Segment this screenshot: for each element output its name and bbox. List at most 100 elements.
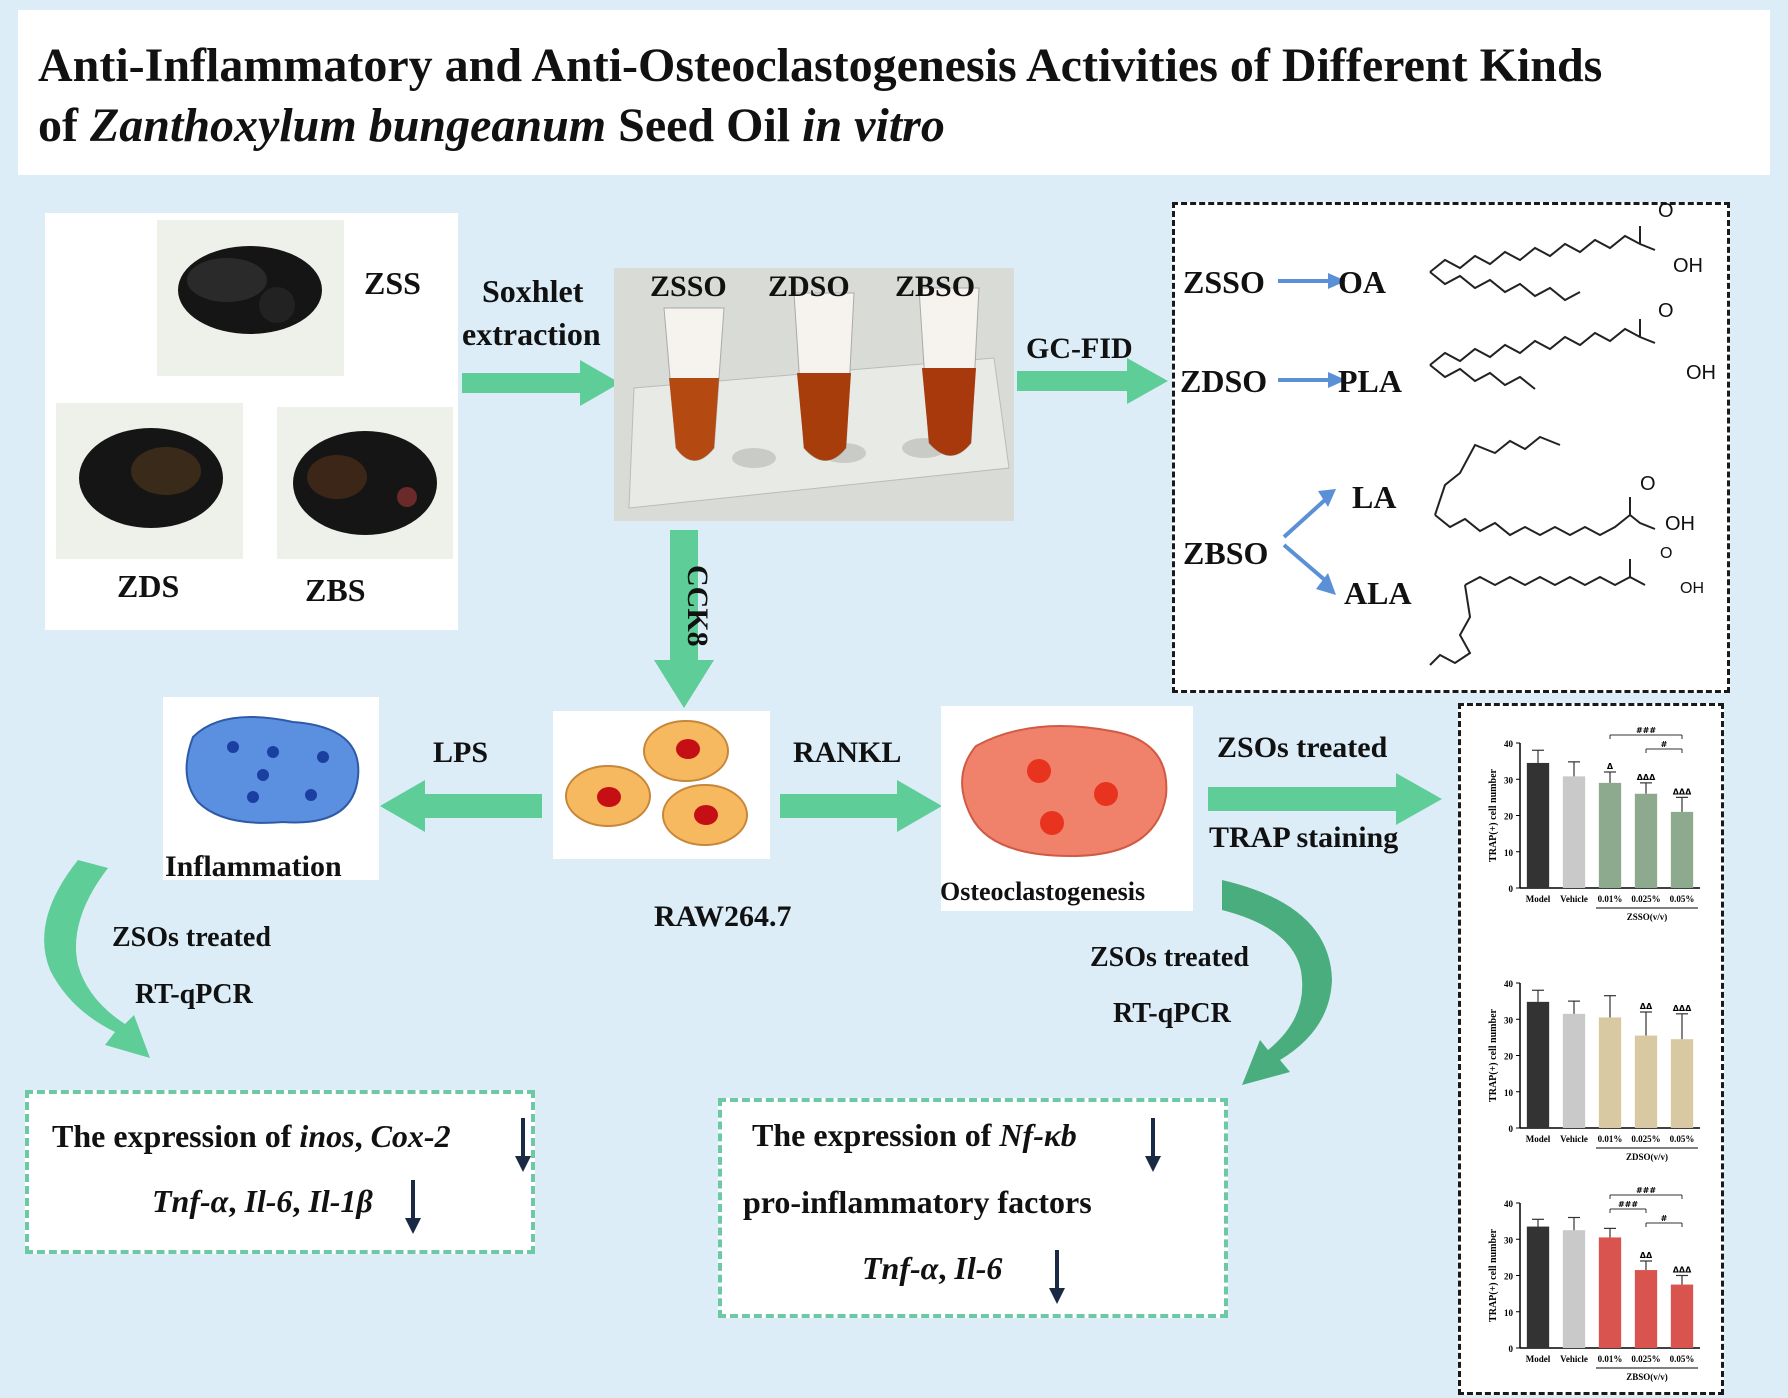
la-label: LA — [1352, 479, 1397, 515]
ala-structure — [1429, 559, 1646, 666]
zdso-tube-label: ZDSO — [768, 270, 850, 303]
down-arrow-icon — [405, 1180, 421, 1234]
zbs-seed-photo — [277, 407, 453, 559]
bar — [1562, 1013, 1586, 1128]
ala-o-label: O — [1660, 545, 1673, 562]
y-tick-label: 30 — [1504, 1235, 1514, 1245]
down-arrow-icon — [515, 1118, 531, 1172]
x-tick-label: 0.025% — [1631, 894, 1660, 904]
down-arrow-icon — [1145, 1118, 1161, 1172]
x-tick-label: Vehicle — [1560, 1354, 1588, 1364]
bar — [1562, 1230, 1586, 1348]
x-tick-label: Vehicle — [1560, 894, 1588, 904]
left-treat-line1: ZSOs treated — [112, 922, 271, 953]
y-axis-label: TRAP(+) cell number — [1488, 1008, 1499, 1101]
bar — [1634, 1035, 1658, 1128]
bracket-label: ### — [1636, 1186, 1656, 1195]
cck8-label: CCK8 — [681, 565, 714, 647]
bar — [1562, 776, 1586, 888]
x-tick-label: Model — [1526, 1354, 1551, 1364]
y-tick-label: 40 — [1504, 739, 1514, 749]
arrow-lps — [380, 780, 542, 832]
left-result-line2: Tnf-α, Il-6, Il-1β — [152, 1183, 373, 1219]
significance-mark: ΔΔΔ — [1673, 787, 1692, 796]
zss-seed-photo — [157, 220, 344, 376]
y-tick-label: 0 — [1509, 1344, 1514, 1354]
x-tick-label: Vehicle — [1560, 1134, 1588, 1144]
oa-o-label: O — [1658, 200, 1674, 222]
zbso-fa-label: ZBSO — [1183, 535, 1269, 571]
significance-mark: Δ — [1607, 762, 1614, 771]
y-tick-label: 0 — [1509, 884, 1514, 894]
zdso-to-pla-arrow — [1278, 372, 1346, 388]
la-o-label: O — [1640, 473, 1656, 495]
y-tick-label: 20 — [1504, 1272, 1514, 1282]
x-axis-label: ZBSO(v/v) — [1626, 1372, 1668, 1382]
x-tick-label: 0.05% — [1670, 894, 1695, 904]
arrow-rankl — [780, 780, 942, 832]
y-tick-label: 20 — [1504, 812, 1514, 822]
bracket-label: ### — [1636, 726, 1656, 735]
gcfid-label: GC-FID — [1026, 332, 1133, 365]
extraction-label: extraction — [462, 316, 601, 352]
mid-result-line3: Tnf-α, Il-6 — [862, 1250, 1003, 1286]
oa-label: OA — [1338, 264, 1386, 300]
y-tick-label: 30 — [1504, 775, 1514, 785]
zbso-branch-arrows — [1282, 489, 1336, 595]
title-line-1: Anti-Inflammatory and Anti-Osteoclastoge… — [38, 39, 1603, 92]
bar — [1526, 1001, 1550, 1128]
raw-cells-panel — [553, 711, 770, 859]
oa-structure — [1429, 226, 1656, 302]
osteo-panel — [941, 706, 1193, 911]
ala-oh-label: OH — [1680, 580, 1704, 597]
pla-o-label: O — [1658, 300, 1674, 322]
raw-label: RAW264.7 — [654, 900, 792, 933]
bracket-label: # — [1661, 1214, 1668, 1223]
la-oh-label: OH — [1665, 513, 1695, 535]
lps-label: LPS — [433, 736, 489, 769]
y-axis-label: TRAP(+) cell number — [1488, 1228, 1499, 1321]
zss-label: ZSS — [364, 265, 421, 301]
mid-treat-line2: RT-qPCR — [1113, 998, 1231, 1029]
zds-label: ZDS — [117, 568, 180, 604]
inflammation-cell — [185, 716, 360, 824]
zss-seed-pile — [178, 246, 322, 334]
pla-structure — [1429, 319, 1656, 390]
ala-label: ALA — [1344, 575, 1412, 611]
title-panel — [18, 10, 1770, 175]
oil-tubes-photo — [614, 268, 1014, 521]
raw-cells-drawing — [565, 720, 748, 846]
zsso-fa-label: ZSSO — [1183, 264, 1265, 300]
zdso-fa-label: ZDSO — [1180, 363, 1268, 399]
fatty-acid-panel — [1172, 202, 1730, 693]
bar — [1634, 793, 1658, 888]
y-tick-label: 0 — [1509, 1124, 1514, 1134]
bar — [1634, 1270, 1658, 1348]
inflammation-panel — [163, 697, 379, 880]
osteo-label: Osteoclastogenesis — [940, 877, 1146, 906]
mid-result-line2: pro-inflammatory factors — [743, 1184, 1092, 1220]
zsos-treated-label: ZSOs treated — [1217, 731, 1388, 764]
zsso-to-oa-arrow — [1278, 273, 1346, 289]
x-tick-label: Model — [1526, 894, 1551, 904]
bracket-label: ### — [1618, 1200, 1638, 1209]
inflammation-label: Inflammation — [165, 850, 342, 883]
x-tick-label: 0.05% — [1670, 1134, 1695, 1144]
zds-seed-pile — [79, 428, 223, 528]
down-arrow-icon — [1049, 1250, 1065, 1304]
left-result-box — [25, 1090, 535, 1254]
x-tick-label: 0.01% — [1598, 894, 1623, 904]
y-tick-label: 20 — [1504, 1052, 1514, 1062]
y-axis-label: TRAP(+) cell number — [1488, 768, 1499, 861]
x-tick-label: 0.05% — [1670, 1354, 1695, 1364]
y-tick-label: 10 — [1504, 848, 1514, 858]
x-tick-label: 0.01% — [1598, 1134, 1623, 1144]
y-tick-label: 10 — [1504, 1308, 1514, 1318]
x-tick-label: 0.01% — [1598, 1354, 1623, 1364]
mid-result-line1: The expression of Nf-κb — [752, 1117, 1077, 1153]
arrow-to-oils — [462, 360, 620, 406]
zbs-seed-pile — [293, 431, 437, 535]
curved-arrow-right — [1222, 880, 1332, 1085]
significance-mark: ΔΔΔ — [1673, 1004, 1692, 1013]
